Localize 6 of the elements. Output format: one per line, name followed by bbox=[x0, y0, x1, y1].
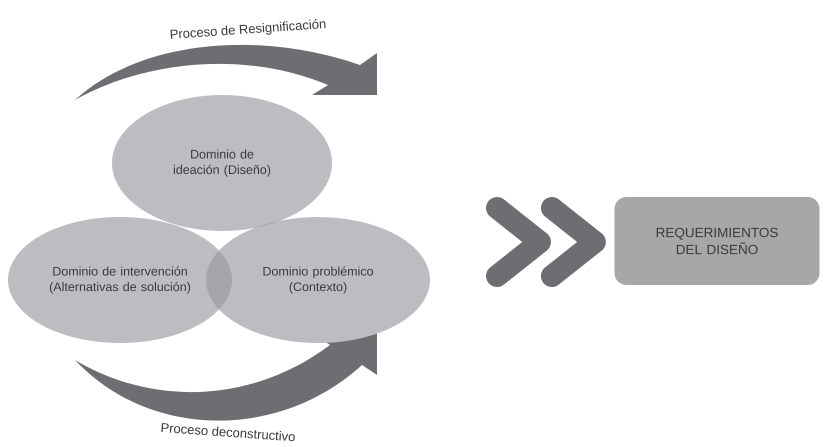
chevron-arrow bbox=[486, 197, 606, 287]
node-label: Dominio de intervención (Alternativas de solución) bbox=[50, 266, 190, 294]
result-box: REQUERIMIENTOS DEL DISEÑO bbox=[614, 197, 820, 285]
process-label: Proceso de Resignificación bbox=[170, 19, 326, 39]
process-label: Proceso deconstructivo bbox=[161, 423, 295, 442]
node-label: Dominio de ideación (Diseño) bbox=[174, 149, 270, 177]
